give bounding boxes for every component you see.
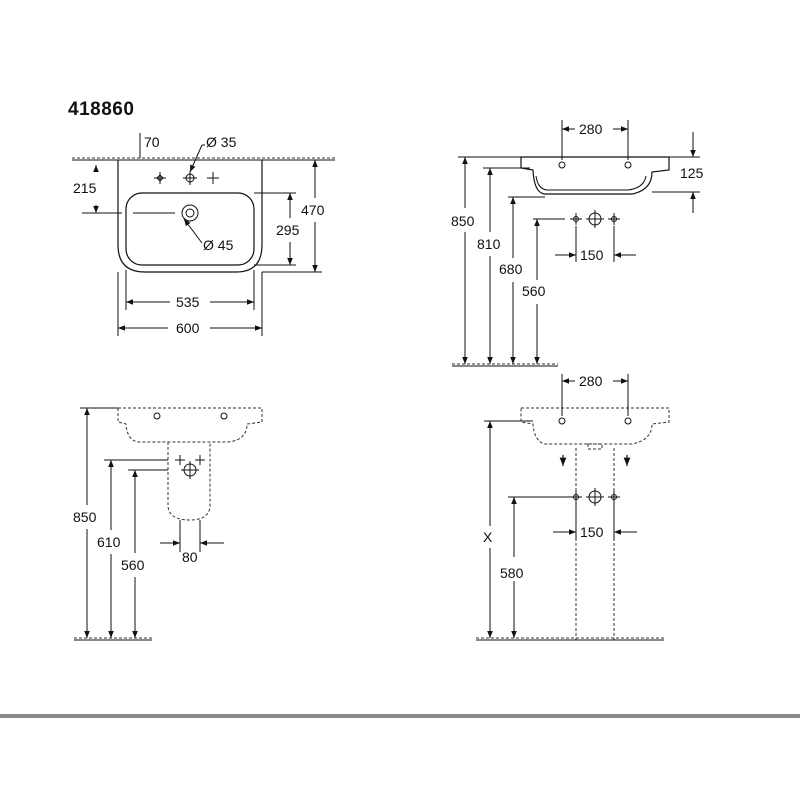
waste-outlet [181,204,199,222]
bowl-outline [125,192,255,266]
dim-150-top: 150 [580,247,604,263]
top-view: Ø 35 70 215 Ø 45 470 295 535 600 [72,133,335,336]
dim-560-left: 560 [121,557,145,573]
dim-295: 295 [276,222,300,238]
basin-side-outline [520,156,670,195]
dim-tap-hole-diameter: Ø 35 [206,134,237,150]
front-view-pedestal: 280 150 X 580 [476,373,670,641]
dim-810: 810 [477,236,501,252]
dim-280-bottom: 280 [579,373,603,389]
dim-x: X [483,529,493,545]
dim-560-right: 560 [522,283,546,299]
side-view-half-pedestal: 850 610 560 80 [73,407,263,641]
dim-70: 70 [144,134,160,150]
dim-535: 535 [176,294,200,310]
bottom-divider [0,714,800,718]
basin-outline-dashed [520,407,670,445]
side-view-wall: 280 125 850 810 680 560 [451,120,704,367]
dim-280-top: 280 [579,121,603,137]
dim-680: 680 [499,261,523,277]
down-arrow-icons [559,455,631,466]
dim-80: 80 [182,549,198,565]
dim-580: 580 [500,565,524,581]
dim-125: 125 [680,165,704,181]
dim-470: 470 [301,202,325,218]
pedestal-outline [575,448,615,641]
dim-215: 215 [73,180,97,196]
dim-850-right: 850 [451,213,475,229]
connection-markers [175,455,205,479]
dim-850-left: 850 [73,509,97,525]
connection-markers [570,488,620,506]
basin-outline-dashed [117,407,263,443]
product-code: 418860 [68,99,135,120]
dim-150-bottom: 150 [580,524,604,540]
half-pedestal-outline [167,442,211,521]
basin-outline [117,160,263,273]
tap-hole-markers [154,171,219,185]
dim-610: 610 [97,534,121,550]
connection-markers [570,210,620,228]
dim-600: 600 [176,320,200,336]
dim-waste-diameter: Ø 45 [203,237,234,253]
